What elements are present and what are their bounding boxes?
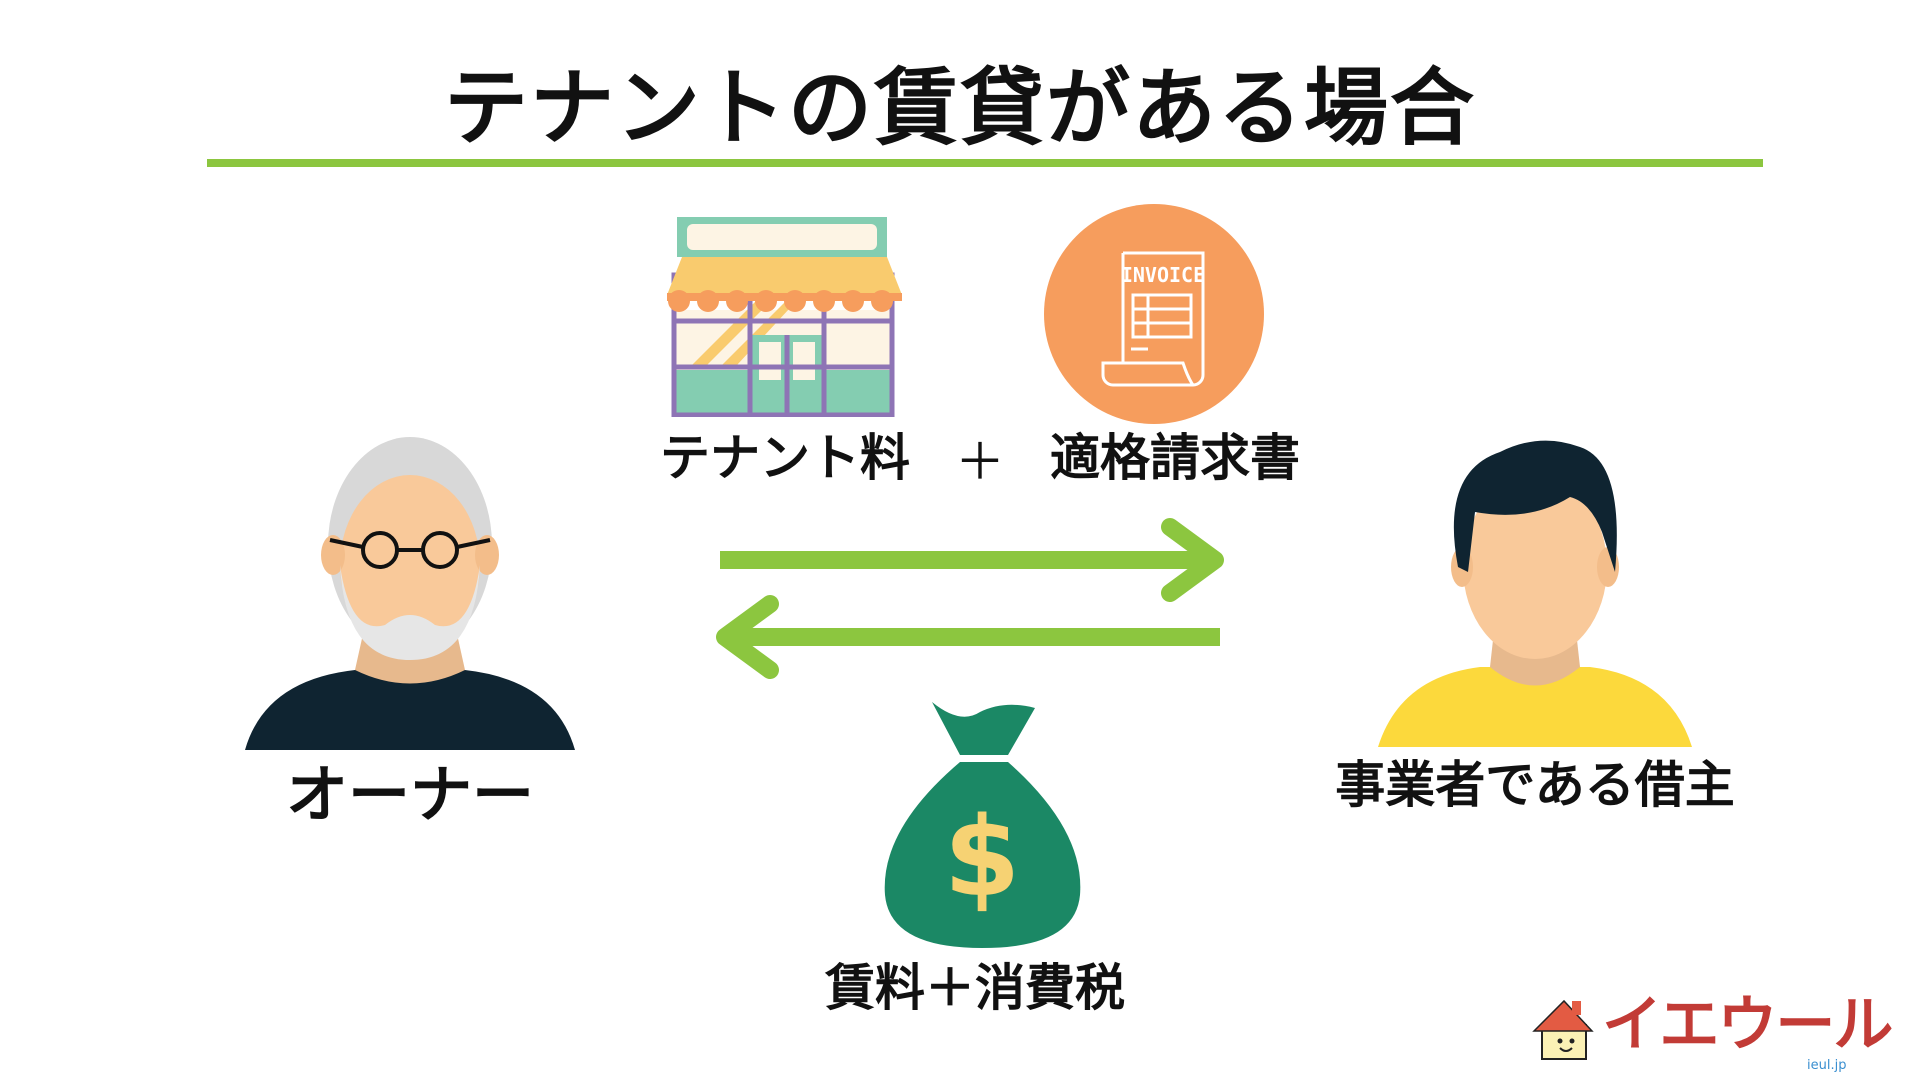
logo-text: イエウール xyxy=(1602,990,1893,1060)
invoice-label: 適格請求書 xyxy=(1050,429,1300,487)
tenant-fee-label: テナント料 xyxy=(660,429,910,487)
invoice-icon-text: INVOICE xyxy=(1121,263,1205,287)
invoice-icon: INVOICE xyxy=(1044,204,1264,424)
borrower-avatar xyxy=(1378,440,1692,747)
rent-tax-label: 賃料＋消費税 xyxy=(825,959,1125,1017)
owner-avatar xyxy=(245,437,575,750)
plus-label: ＋ xyxy=(955,433,1005,491)
house-mascot-icon xyxy=(1532,999,1594,1060)
store-icon xyxy=(667,217,902,417)
logo-domain: ieul.jp xyxy=(1807,1058,1847,1073)
exchange-arrows xyxy=(716,518,1224,679)
ieul-logo: イエウール ieul.jp xyxy=(1530,995,1910,1077)
money-bag-icon: $ xyxy=(884,702,1081,948)
owner-label: オーナー xyxy=(285,758,534,831)
dollar-sign: $ xyxy=(944,793,1021,921)
borrower-label: 事業者である借主 xyxy=(1335,756,1735,814)
page-title: テナントの賃貸がある場合 xyxy=(443,59,1476,157)
title-underline xyxy=(207,159,1763,167)
